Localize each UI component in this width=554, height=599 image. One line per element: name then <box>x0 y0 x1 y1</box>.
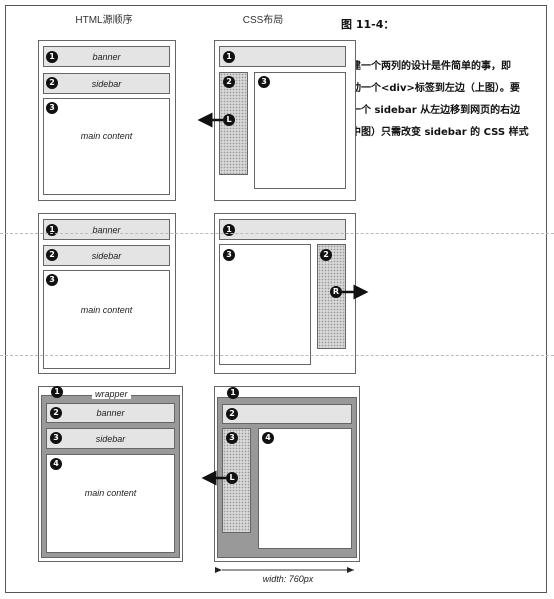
marker-3: 3 <box>46 102 58 114</box>
banner-box: banner <box>46 403 175 423</box>
sidebar-label: sidebar <box>91 251 122 261</box>
main-content-label: main content <box>84 488 137 498</box>
main-content-label: main content <box>80 305 133 315</box>
sidebar-box: sidebar <box>43 73 170 94</box>
marker-1: 1 <box>227 387 239 399</box>
main-content-box: main content <box>46 454 175 553</box>
column-title-html-order: HTML源顺序 <box>75 15 133 26</box>
separator-line <box>0 355 554 356</box>
marker-3: 3 <box>223 249 235 261</box>
marker-1: 1 <box>46 51 58 63</box>
marker-1: 1 <box>223 51 235 63</box>
separator-line <box>0 233 554 234</box>
main-content-box <box>258 428 352 549</box>
main-content-label: main content <box>80 131 133 141</box>
marker-2: 2 <box>46 249 58 261</box>
figure-frame <box>5 5 547 593</box>
marker-4: 4 <box>50 458 62 470</box>
caption-title: 图 11-4： <box>341 18 395 31</box>
banner-box <box>222 404 352 424</box>
marker-2: 2 <box>50 407 62 419</box>
marker-2: 2 <box>46 77 58 89</box>
marker-2: 2 <box>320 249 332 261</box>
banner-label: banner <box>96 408 125 418</box>
sidebar-label: sidebar <box>91 79 122 89</box>
banner-box <box>219 46 346 67</box>
float-right-marker: R <box>330 286 342 298</box>
column-title-css-layout: CSS布局 <box>242 15 284 26</box>
main-content-box: main content <box>43 98 170 195</box>
sidebar-box: sidebar <box>43 245 170 266</box>
sidebar-box: sidebar <box>46 428 175 449</box>
float-left-marker: L <box>226 472 238 484</box>
width-label: width: 760px <box>262 574 314 584</box>
caption-line-2: 浮动一个<div>标签到左边（上图）。要 <box>341 83 520 94</box>
wrapper-label: wrapper <box>92 389 131 399</box>
banner-box: banner <box>43 46 170 67</box>
banner-box: banner <box>43 219 170 240</box>
banner-box <box>219 219 346 240</box>
float-left-marker: L <box>223 114 235 126</box>
marker-2: 2 <box>226 408 238 420</box>
main-content-box <box>254 72 346 189</box>
banner-label: banner <box>92 52 121 62</box>
sidebar-label: sidebar <box>95 434 126 444</box>
caption-line-3: 使一个 sidebar 从左边移到网页的右边 <box>341 105 521 116</box>
marker-3: 3 <box>226 432 238 444</box>
marker-3: 3 <box>50 432 62 444</box>
marker-2: 2 <box>223 76 235 88</box>
main-content-box: main content <box>43 270 170 369</box>
marker-3: 3 <box>46 274 58 286</box>
banner-label: banner <box>92 225 121 235</box>
marker-3: 3 <box>258 76 270 88</box>
caption-line-4: （中图）只需改变 sidebar 的 CSS 样式 <box>341 127 529 138</box>
marker-1: 1 <box>51 386 63 398</box>
caption-line-1: 创建一个两列的设计是件简单的事，即 <box>341 61 511 72</box>
marker-4: 4 <box>262 432 274 444</box>
main-content-box <box>219 244 311 365</box>
